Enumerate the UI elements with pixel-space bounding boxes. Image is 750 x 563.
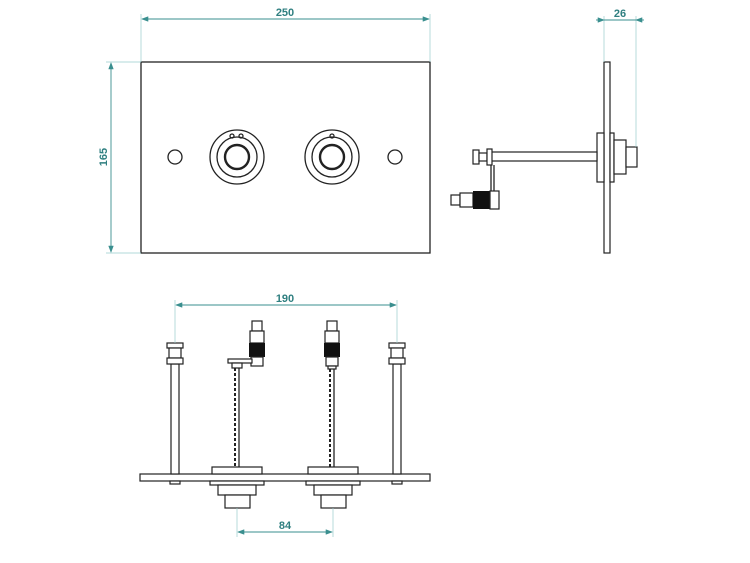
width-dimension: 250 — [276, 7, 294, 19]
valve-left — [209, 320, 265, 509]
front-view: 250 165 — [98, 7, 431, 254]
depth-dimension: 26 — [614, 8, 626, 20]
top-view: 190 84 — [139, 293, 431, 537]
valve-right — [305, 320, 361, 509]
screw-hole-left — [167, 149, 183, 165]
button-right — [304, 129, 360, 185]
mount-left — [166, 342, 184, 485]
button-left — [209, 129, 265, 185]
valve-spacing-dimension: 84 — [279, 520, 292, 532]
knurled-nut — [473, 191, 490, 209]
stem — [489, 151, 598, 162]
mount-spacing-dimension: 190 — [276, 293, 294, 305]
screw-hole-right — [387, 149, 403, 165]
cover-plate — [140, 61, 431, 254]
bottom-plate — [139, 473, 431, 482]
mount-right — [388, 342, 406, 485]
height-dimension: 165 — [98, 148, 110, 166]
side-view: 26 — [450, 8, 644, 254]
side-plate — [603, 61, 611, 254]
